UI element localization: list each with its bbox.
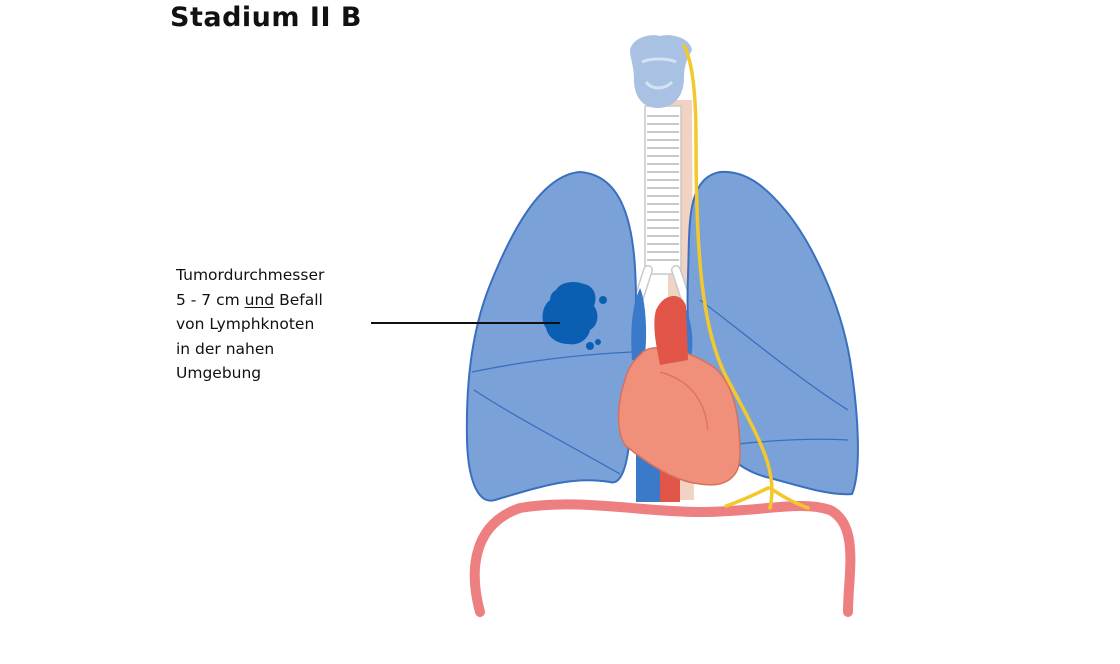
larynx-detail [641, 57, 677, 90]
annotation-line-3: von Lymphknoten [176, 315, 315, 333]
vagus-nerve [682, 44, 810, 510]
aortic-arch [654, 295, 688, 365]
annotation-line-2: 5 - 7 cm und Befall [176, 288, 324, 313]
heart [617, 347, 741, 486]
diaphragm [469, 499, 856, 617]
tumor [542, 282, 607, 350]
annotation-line-4: in der nahen [176, 339, 275, 358]
tumor-annotation: Tumordurchmesser 5 - 7 cm und Befall von… [176, 263, 324, 386]
diagram-title: Stadium II B [170, 2, 362, 33]
annotation-line-2-suffix: Befall [274, 290, 323, 309]
larynx [630, 35, 692, 109]
lung-left-fissure [471, 351, 633, 475]
heart-contour [659, 371, 709, 431]
pulmonary-vein-left [631, 288, 647, 360]
annotation-line-2-prefix: 5 - 7 cm [176, 290, 245, 309]
annotation-underlined-word: und [244, 290, 275, 309]
annotation-line-1: Tumordurchmesser [176, 266, 325, 284]
annotation-line-5: Umgebung [176, 364, 262, 382]
